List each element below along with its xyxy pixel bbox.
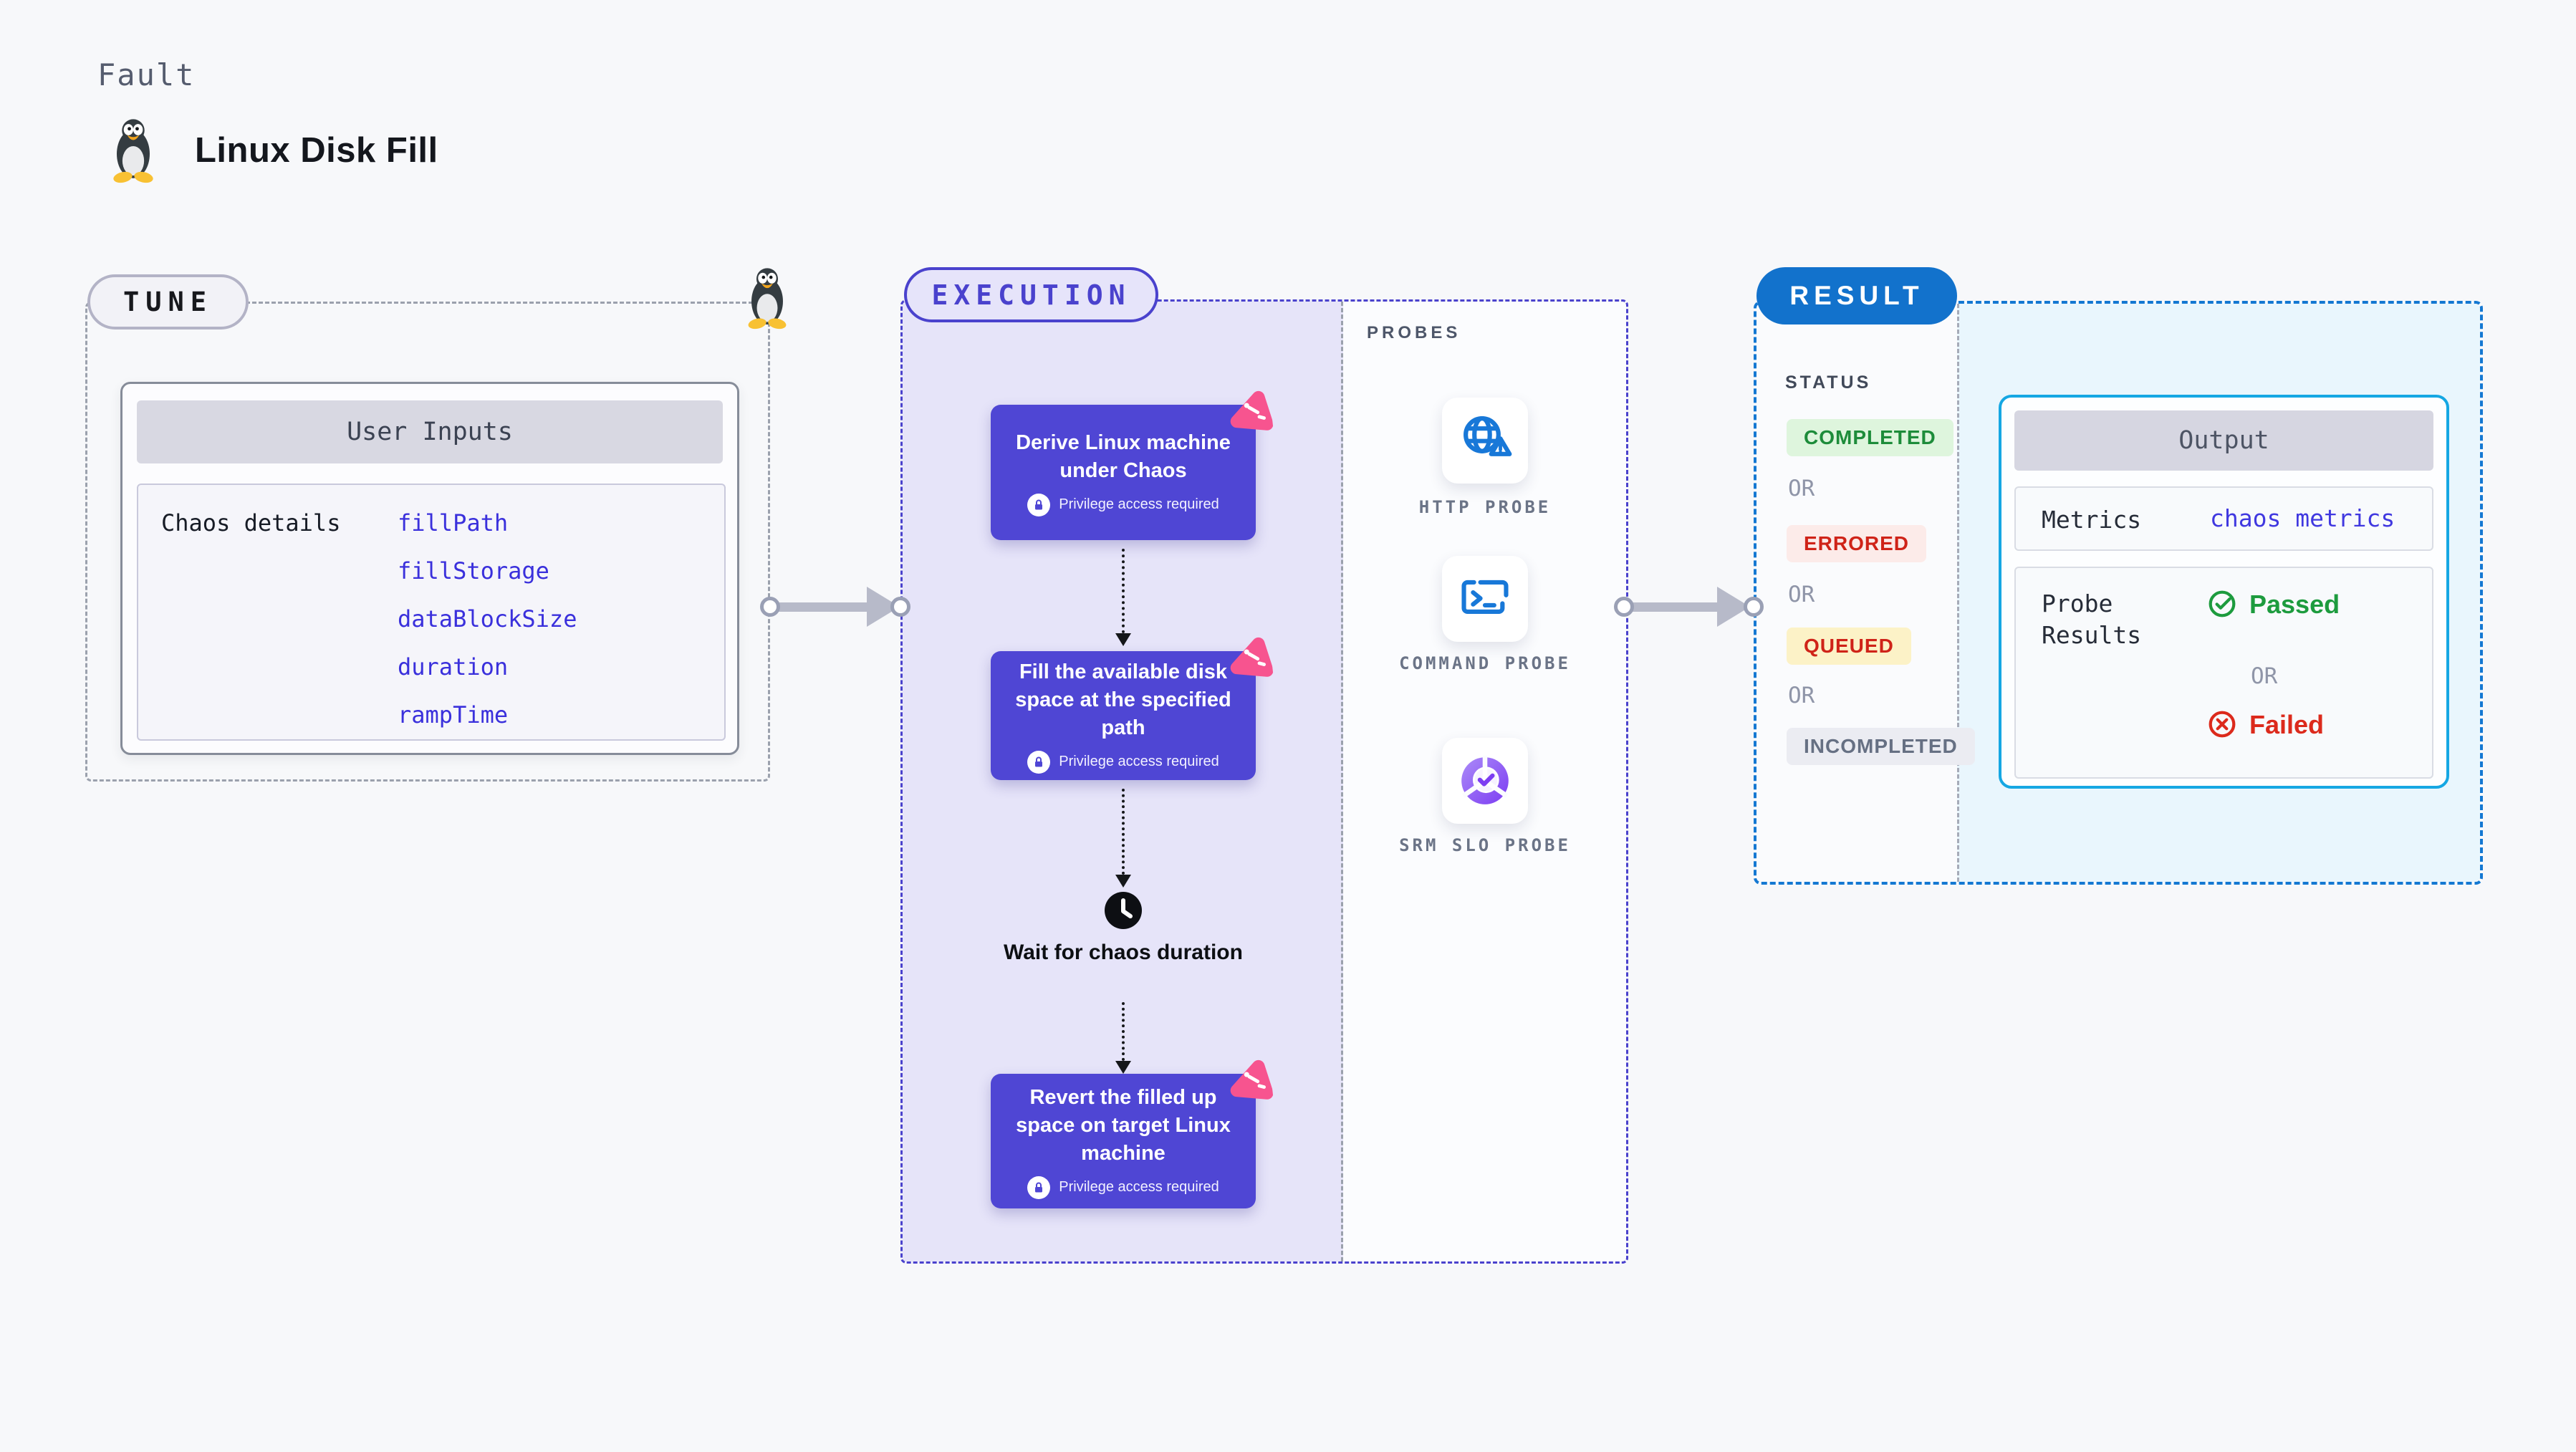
status-label: STATUS <box>1785 372 1872 393</box>
status-badge-incompleted: INCOMPLETED <box>1787 728 1975 765</box>
param-link-fillstorage[interactable]: fillStorage <box>398 557 549 585</box>
user-inputs-header: User Inputs <box>137 400 723 463</box>
probe-card-http[interactable] <box>1442 398 1528 484</box>
or-separator: OR <box>1788 476 1815 501</box>
chaos-metrics-link[interactable]: chaos metrics <box>2210 504 2395 532</box>
step-title: Derive Linux machine under Chaos <box>1016 431 1231 482</box>
probe-results-row: Probe Results Passed OR Failed <box>2014 567 2433 779</box>
step-fill-disk: Fill the available disk space at the spe… <box>991 651 1256 780</box>
failed-label: Failed <box>2249 710 2325 739</box>
connector-dot <box>890 597 910 617</box>
probe-label-srm-slo: SRM SLO PROBE <box>1399 835 1571 855</box>
slo-donut-check-icon <box>1455 751 1515 811</box>
output-panel: Output Metrics chaos metrics Probe Resul… <box>1999 395 2449 789</box>
probe-card-srm-slo[interactable] <box>1442 738 1528 824</box>
output-header: Output <box>2014 410 2433 471</box>
or-separator: OR <box>1788 582 1815 607</box>
chaos-details-label: Chaos details <box>161 509 341 537</box>
step-derive-machine: Derive Linux machine under Chaos Privile… <box>991 405 1256 540</box>
param-link-fillpath[interactable]: fillPath <box>398 509 509 537</box>
globe-alert-icon <box>1454 410 1516 471</box>
tune-to-execution-arrow <box>770 602 867 612</box>
chaos-details-table: Chaos details fillPath fillStorage dataB… <box>137 484 726 741</box>
flow-connector <box>1122 789 1125 875</box>
step-title: Fill the available disk space at the spe… <box>1015 660 1231 739</box>
or-separator: OR <box>2251 663 2278 689</box>
param-link-duration[interactable]: duration <box>398 653 509 681</box>
flow-connector <box>1122 1002 1125 1061</box>
clock-icon <box>1103 890 1143 931</box>
check-circle-icon <box>2208 590 2236 618</box>
status-badge-errored: ERRORED <box>1787 525 1927 562</box>
param-link-datablocksize[interactable]: dataBlockSize <box>398 605 577 633</box>
page-title: Linux Disk Fill <box>195 131 438 170</box>
step-revert-space: Revert the filled up space on target Lin… <box>991 1074 1256 1208</box>
execution-section: Derive Linux machine under Chaos Privile… <box>900 299 1628 1264</box>
privilege-text: Privilege access required <box>1059 1179 1219 1195</box>
execution-pill-label: EXECUTION <box>931 279 1131 311</box>
metrics-row: Metrics chaos metrics <box>2014 486 2433 551</box>
step-title: Revert the filled up space on target Lin… <box>1016 1085 1231 1165</box>
flow-arrowhead <box>1115 875 1131 888</box>
result-pill-label: RESULT <box>1789 281 1924 310</box>
probes-area: PROBES HTTP PROBE <box>1343 302 1626 1261</box>
execution-pill: EXECUTION <box>904 267 1158 322</box>
tux-icon <box>741 266 794 330</box>
tune-pill-label: TUNE <box>122 287 213 317</box>
probe-results-label: Probe Results <box>2042 590 2142 649</box>
connector-dot <box>760 597 780 617</box>
chaos-badge-icon <box>1224 388 1274 438</box>
lock-icon <box>1027 493 1051 516</box>
chaos-params-list: fillPath fillStorage dataBlockSize durat… <box>398 509 577 749</box>
chaos-badge-icon <box>1224 635 1274 685</box>
tune-pill: TUNE <box>87 274 249 330</box>
lock-icon <box>1027 750 1051 774</box>
privilege-text: Privilege access required <box>1059 496 1219 512</box>
result-section: STATUS COMPLETED OR ERRORED OR QUEUED OR… <box>1754 301 2483 885</box>
privilege-chip: Privilege access required <box>1027 750 1219 774</box>
metrics-label: Metrics <box>2042 506 2142 534</box>
tux-icon <box>105 117 162 183</box>
execution-flow-area: Derive Linux machine under Chaos Privile… <box>903 302 1343 1261</box>
terminal-icon <box>1456 569 1514 628</box>
chaos-badge-icon <box>1224 1057 1274 1107</box>
param-link-ramptime[interactable]: rampTime <box>398 701 509 729</box>
flow-arrowhead <box>1115 1061 1131 1074</box>
privilege-text: Privilege access required <box>1059 754 1219 769</box>
flow-arrowhead <box>1115 633 1131 646</box>
fault-label: Fault <box>97 57 196 92</box>
tune-section <box>85 302 770 782</box>
execution-to-result-arrow <box>1624 602 1717 612</box>
lock-icon <box>1027 1175 1051 1199</box>
x-circle-icon <box>2208 710 2236 739</box>
user-inputs-card: User Inputs Chaos details fillPath fillS… <box>120 382 739 755</box>
privilege-chip: Privilege access required <box>1027 493 1219 516</box>
connector-dot <box>1614 597 1634 617</box>
or-separator: OR <box>1788 683 1815 708</box>
passed-label: Passed <box>2249 590 2340 619</box>
user-inputs-header-label: User Inputs <box>347 418 513 446</box>
probe-label-http: HTTP PROBE <box>1418 497 1552 517</box>
probe-label-command: COMMAND PROBE <box>1399 653 1571 673</box>
output-header-label: Output <box>2178 426 2269 455</box>
privilege-chip: Privilege access required <box>1027 1175 1219 1199</box>
probe-card-command[interactable] <box>1442 556 1528 642</box>
status-badge-completed: COMPLETED <box>1787 419 1953 456</box>
result-pill: RESULT <box>1756 267 1957 324</box>
connector-dot <box>1744 597 1764 617</box>
flow-connector <box>1122 549 1125 633</box>
probes-label: PROBES <box>1367 323 1461 342</box>
status-badge-queued: QUEUED <box>1787 628 1911 665</box>
wait-step-title: Wait for chaos duration <box>1004 941 1243 964</box>
